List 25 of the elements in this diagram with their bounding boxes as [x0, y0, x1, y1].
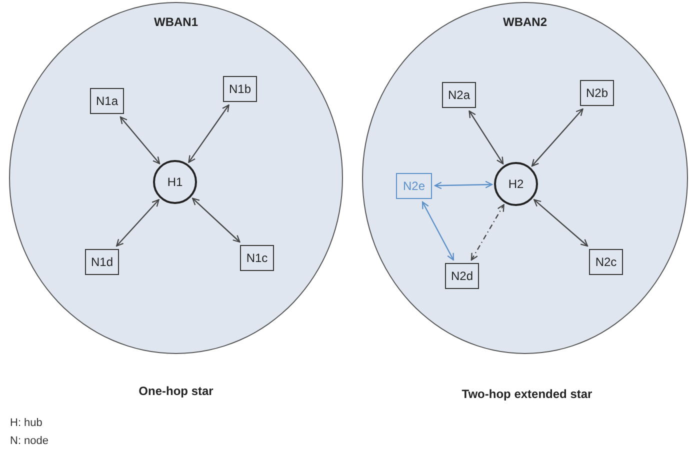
zone-title: WBAN1 — [154, 14, 198, 31]
node-box: N1b — [223, 76, 257, 102]
double-headed-arrow — [534, 199, 588, 247]
node-box: N2e — [396, 173, 432, 199]
node-box: N1a — [90, 88, 124, 114]
node-box: N2d — [445, 263, 479, 289]
node-box: N2b — [580, 80, 614, 106]
double-headed-arrow — [434, 180, 493, 190]
node-box: N1c — [240, 245, 274, 271]
legend-note: H: hub — [10, 416, 44, 431]
double-headed-arrow — [470, 204, 504, 261]
double-headed-arrow — [188, 104, 230, 163]
node-box: N2c — [589, 249, 623, 275]
legend-note: N: node — [10, 434, 49, 449]
zone-title: WBAN2 — [503, 14, 547, 31]
double-headed-arrow — [192, 198, 240, 243]
double-headed-arrow — [531, 108, 584, 167]
double-headed-arrow — [116, 199, 160, 247]
double-headed-arrow — [468, 110, 504, 164]
double-headed-arrow — [120, 116, 160, 164]
diagram-caption: Two-hop extended star — [462, 386, 592, 403]
node-box: N1d — [85, 249, 119, 275]
double-headed-arrow — [422, 201, 454, 261]
node-box: N2a — [442, 82, 476, 108]
diagram-caption: One-hop star — [138, 383, 214, 400]
